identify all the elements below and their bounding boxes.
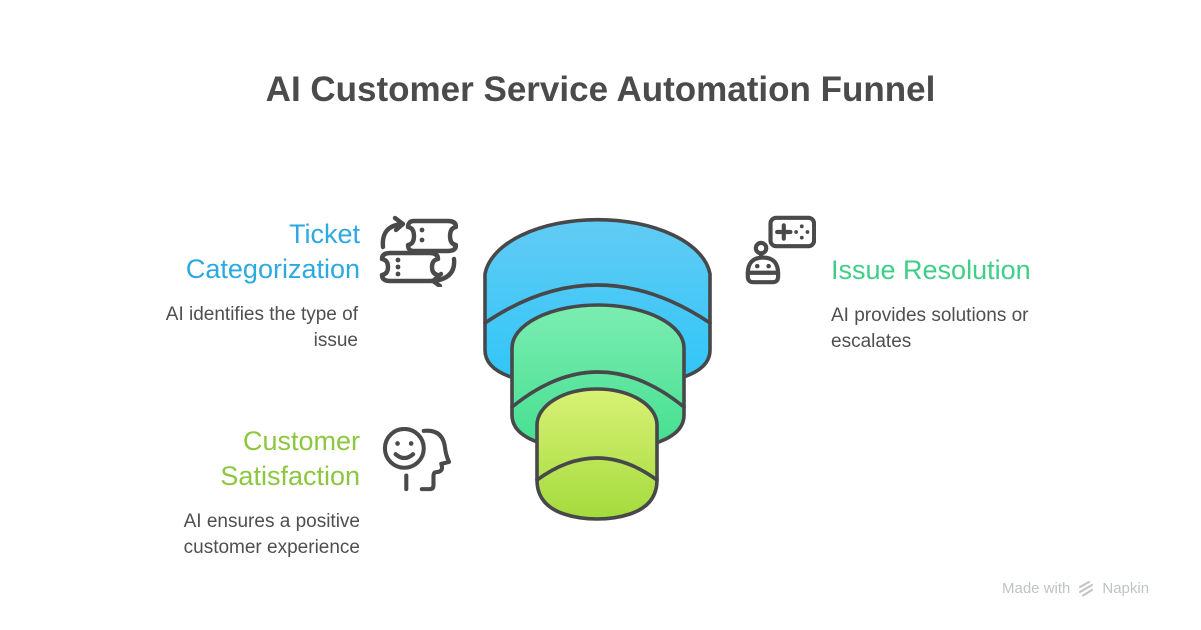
- page-title: AI Customer Service Automation Funnel: [265, 70, 936, 109]
- watermark-brand: Napkin: [1102, 580, 1150, 597]
- stage-label-ticket-categorization: Ticket Categorization: [185, 219, 360, 284]
- tickets-cycle-icon: [379, 215, 458, 287]
- watermark: Made with Napkin: [1002, 580, 1149, 597]
- watermark-prefix: Made with: [1002, 580, 1071, 597]
- stage-description-ticket-categorization: AI identifies the type of issue: [165, 304, 358, 351]
- stage-label-issue-resolution: Issue Resolution: [831, 255, 1031, 285]
- funnel-level-bottom: [535, 387, 659, 521]
- smiley-head-icon: [382, 427, 452, 492]
- stage-label-customer-satisfaction: Customer Satisfaction: [220, 426, 360, 491]
- stage-description-customer-satisfaction: AI ensures a positive customer experienc…: [183, 511, 360, 558]
- napkin-logo-icon: [1079, 580, 1094, 597]
- robot-assistant-icon: [745, 215, 816, 285]
- stage-description-issue-resolution: AI provides solutions or escalates: [831, 305, 1029, 352]
- funnel-graphic: [483, 217, 712, 521]
